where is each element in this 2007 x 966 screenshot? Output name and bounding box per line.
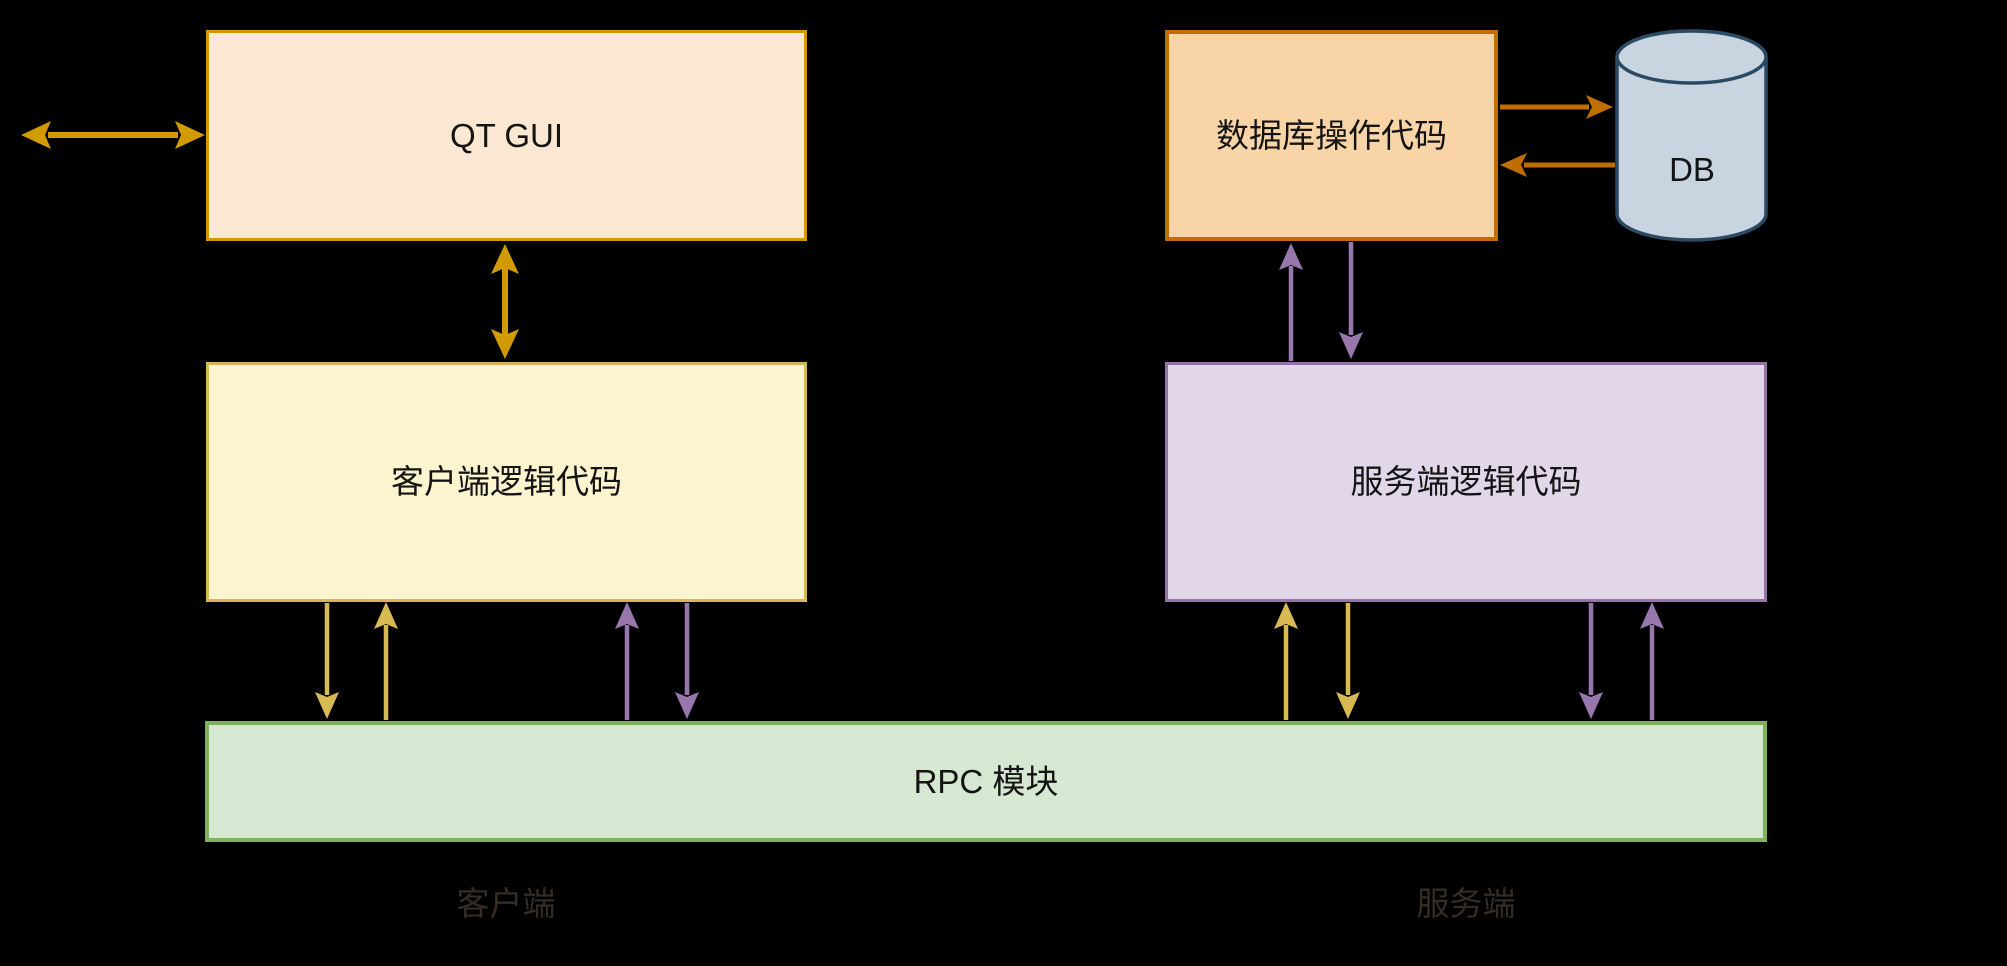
node-qt-gui: QT GUI bbox=[206, 30, 807, 241]
node-rpc: RPC 模块 bbox=[205, 721, 1767, 842]
section-label-client: 客户端 bbox=[456, 885, 556, 922]
db-cylinder bbox=[1615, 29, 1768, 242]
node-server-logic-label: 服务端逻辑代码 bbox=[1350, 463, 1582, 501]
node-db-ops-label: 数据库操作代码 bbox=[1216, 116, 1447, 154]
node-rpc-label: RPC 模块 bbox=[913, 762, 1059, 800]
node-db-ops: 数据库操作代码 bbox=[1165, 30, 1498, 241]
arrow-qtgui-clientlogic bbox=[491, 244, 519, 359]
node-server-logic: 服务端逻辑代码 bbox=[1165, 362, 1767, 602]
arrow-external-qtgui bbox=[21, 121, 205, 149]
arrow-db-to-dbops bbox=[1500, 153, 1615, 177]
arrow-clientlogic-to-rpc-yellow bbox=[315, 603, 339, 719]
node-client-logic: 客户端逻辑代码 bbox=[206, 362, 807, 602]
arrow-rpc-to-serverlogic-yellow bbox=[1274, 602, 1298, 720]
db-cylinder-label: DB bbox=[1669, 151, 1715, 188]
arrow-dbops-to-db bbox=[1500, 95, 1613, 119]
arrow-serverlogic-to-dbops-purple bbox=[1279, 243, 1303, 361]
arrow-serverlogic-to-rpc-yellow bbox=[1336, 603, 1360, 719]
db-cylinder-top bbox=[1615, 29, 1768, 85]
arrow-rpc-to-clientlogic-purple bbox=[615, 602, 639, 720]
arrow-serverlogic-to-rpc-purple bbox=[1579, 603, 1603, 719]
arrow-dbops-to-serverlogic-purple bbox=[1339, 242, 1363, 359]
node-client-logic-label: 客户端逻辑代码 bbox=[391, 463, 622, 501]
arrow-clientlogic-to-rpc-purple bbox=[675, 603, 699, 719]
arrow-rpc-to-serverlogic-purple bbox=[1640, 602, 1664, 720]
arrow-rpc-to-clientlogic-yellow bbox=[374, 602, 398, 720]
section-label-server: 服务端 bbox=[1416, 885, 1516, 922]
node-qt-gui-label: QT GUI bbox=[449, 116, 564, 154]
